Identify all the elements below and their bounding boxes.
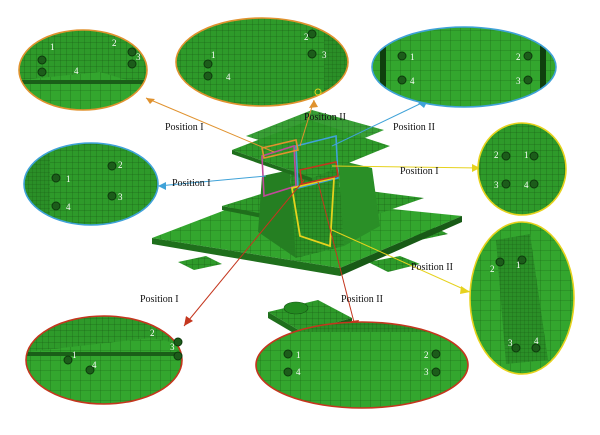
detail-red-center: [255, 321, 469, 409]
bolt-group: [51, 161, 117, 211]
bolt-number: 1: [72, 350, 77, 360]
bolt-number: 2: [424, 350, 429, 360]
bolt-number: 4: [410, 76, 415, 86]
bolt-number: 4: [296, 367, 301, 377]
leader-red-center: [317, 181, 357, 331]
position-labels: Position I Position II Position II Posit…: [140, 112, 453, 305]
bolt-group: [63, 337, 183, 375]
bolt-number: 1: [296, 350, 301, 360]
bolt-group: [397, 51, 533, 85]
bolt-number: 3: [118, 192, 123, 202]
detail-yellow-right: [477, 122, 567, 216]
bolt-group: [283, 349, 441, 377]
detail-yellow-lower: [469, 221, 575, 375]
detail-orange-left: [18, 29, 148, 111]
bolt-number: 2: [304, 32, 309, 42]
leader-yellow-right: [331, 165, 481, 169]
leader-lines: [145, 97, 481, 331]
label-right-lower: Position II: [411, 262, 453, 273]
bolt-number: 3: [516, 76, 521, 86]
bolt-number: 1: [410, 52, 415, 62]
bolt-number: 4: [66, 202, 71, 212]
leader-orange-left: [145, 97, 275, 153]
bolt-number: 3: [424, 367, 429, 377]
bolt-number: 3: [170, 342, 175, 352]
bolt-number: 3: [508, 338, 513, 348]
bolt-number: 1: [516, 260, 521, 270]
label-bottom-center: Position II: [341, 294, 383, 305]
bolt-number: 3: [136, 52, 141, 62]
bolt-group: [37, 47, 137, 77]
bolt-number: 4: [524, 180, 529, 190]
bolt-number: 2: [112, 38, 117, 48]
bolt-number: 1: [524, 150, 529, 160]
label-top-left: Position I: [165, 122, 204, 133]
bolt-number: 3: [494, 180, 499, 190]
bolt-number: 1: [50, 42, 55, 52]
bolt-number: 2: [118, 160, 123, 170]
bolt-group: [495, 255, 541, 353]
bolt-number: 4: [534, 336, 539, 346]
bolt-number: 3: [322, 50, 327, 60]
bolt-number: 4: [74, 66, 79, 76]
label-mid-right: Position I: [400, 166, 439, 177]
bolt-number: 1: [211, 50, 216, 60]
leader-arrows: [146, 98, 480, 330]
bolt-number: 4: [226, 72, 231, 82]
detail-red-left: [25, 315, 183, 405]
bolt-number: 2: [490, 264, 495, 274]
bolt-number: 2: [516, 52, 521, 62]
main-model: [152, 110, 462, 338]
label-bottom-left: Position I: [140, 294, 179, 305]
position-outlines: [261, 134, 339, 248]
detail-orange-mid: [175, 17, 349, 107]
detail-blue-top: [371, 26, 557, 108]
bolt-number: 4: [92, 360, 97, 370]
bolt-group: [203, 29, 317, 81]
label-mid-left: Position I: [172, 178, 211, 189]
detail-blue-left: [23, 142, 159, 226]
bolt-number: 2: [494, 150, 499, 160]
bolt-number: 2: [150, 328, 155, 338]
label-top-right: Position II: [393, 122, 435, 133]
bolt-number: 1: [66, 174, 71, 184]
upper-plates: [232, 110, 390, 182]
leader-blue-left: [157, 175, 267, 187]
bolt-group: [501, 151, 539, 189]
leader-red-left: [183, 179, 305, 327]
leader-blue-top: [331, 99, 429, 147]
label-top-center: Position II: [304, 112, 346, 123]
bolt-numbers: 1 2 3 4 1 2 3 4 1 2 3 4 1 2 3 4 1 2 3 4 …: [50, 32, 539, 377]
leader-yellow-lower: [331, 229, 471, 293]
